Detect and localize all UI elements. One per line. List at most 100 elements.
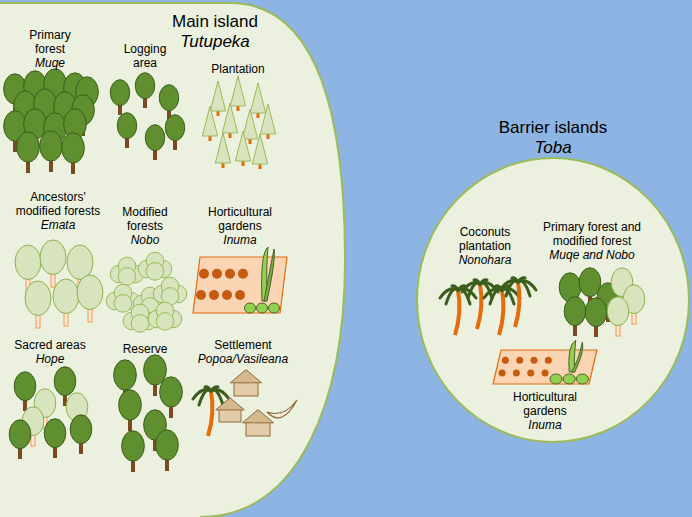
tree-crown [119,390,142,420]
tree-crown [585,298,607,327]
garden-mound [542,370,549,377]
crop-plant [563,374,575,384]
conifer-crown [222,103,237,133]
garden-mound [196,290,206,300]
tree-crown [9,420,31,449]
label-block: Logging area [105,42,185,70]
local-name: Muqe [20,56,80,70]
crop-plant [269,303,280,313]
forest-illustration [3,69,98,174]
palm-frond [518,278,525,282]
land-use-label: Primary forest and modified forest [535,220,650,248]
tree-crown [156,430,179,460]
tree-crown [67,245,93,280]
house-roof [242,410,273,423]
conifer-crown [235,131,250,161]
sacred-illustration [9,367,92,459]
garden-mound [502,357,509,364]
tree-crown [114,360,137,390]
palm-trunk [477,284,481,329]
label-block: Modified forestsNobo [105,205,185,247]
local-name: Muqe and Nobo [535,248,650,262]
tree-crown [135,73,154,99]
garden-illustration [193,247,287,313]
bush-crown [118,268,136,286]
tree-crown [159,85,178,111]
tree-crown [39,131,62,161]
garden-mound [545,357,552,364]
house-wall [234,382,258,396]
garden-mound [238,269,248,279]
tree-crown [44,419,66,448]
palm-trunk [455,290,459,335]
palm-frond [211,387,218,391]
palm-frond [446,289,458,304]
land-use-label: Ancestors' modified forests [8,190,108,218]
palm-frond [468,283,480,298]
palm-frond [506,281,518,296]
garden-mound [209,290,219,300]
tree-crown [77,275,103,310]
local-name: Popoa/Vasileana [188,352,298,366]
ancestral-illustration [15,240,103,328]
land-use-label: Settlement [188,338,298,352]
palm-trunk [499,290,503,335]
island-shore [417,158,689,442]
label-block: Coconuts plantationNonohara [435,225,535,267]
house-wall [246,422,270,436]
tree-crown [564,297,586,326]
land-use-node: Reserve [103,342,187,474]
palm-trunk [208,391,212,436]
land-use-label: Reserve [105,342,185,356]
land-use-icon [8,232,108,330]
mixed-illustration [559,268,645,337]
label-block: Primary forest and modified forestMuqe a… [530,220,655,262]
label-block: Plantation [196,62,280,76]
conifer-crown [210,81,225,111]
modified-illustration [106,252,187,332]
land-use-icon [490,340,600,390]
island-title: Main island [140,12,290,32]
land-use-node: Primary forestMuqe [2,28,98,175]
land-use-label: Modified forests [115,205,175,233]
tree-crown [25,281,51,316]
palm-frond [199,390,211,405]
label-block: Sacred areasHope [3,338,97,366]
conifer-crown [202,106,217,136]
conifer-crown [230,76,245,106]
land-use-node: Plantation [196,62,280,171]
coconut-illustration [440,278,536,335]
local-name: Inuma [198,233,283,247]
label-block: Horticultural gardensInuma [490,390,600,432]
crop-plant [257,303,268,313]
land-use-label: Horticultural gardens [198,205,283,233]
tree-crown [14,372,36,401]
tree-crown [117,113,136,139]
land-use-label: Sacred areas [5,338,95,352]
conifer-crown [260,104,275,134]
bush-crown [146,263,164,281]
palm-frond [211,390,229,399]
land-use-icon [105,356,185,474]
garden-mound [516,357,523,364]
label-block: Ancestors' modified forestsEmata [6,190,110,232]
land-use-icon [530,262,655,337]
land-use-node: Ancestors' modified forestsEmata [6,190,110,330]
island-local-name: Toba [473,138,633,158]
tree-crown [607,297,629,326]
plantation-illustration [202,76,275,169]
local-name: Emata [8,218,108,232]
tree-crown [110,80,129,106]
garden-mound [527,370,534,377]
canoe [267,400,297,418]
settlement-illustration [193,370,297,436]
tree-crown [145,125,164,151]
land-use-node: Coconuts plantationNonohara [435,225,535,337]
island-shore [0,3,345,517]
land-use-label: Primary forest [20,28,80,56]
local-name: Nobo [115,233,175,247]
land-use-icon [188,366,298,438]
garden-mound [199,269,209,279]
garden-mound [499,370,506,377]
